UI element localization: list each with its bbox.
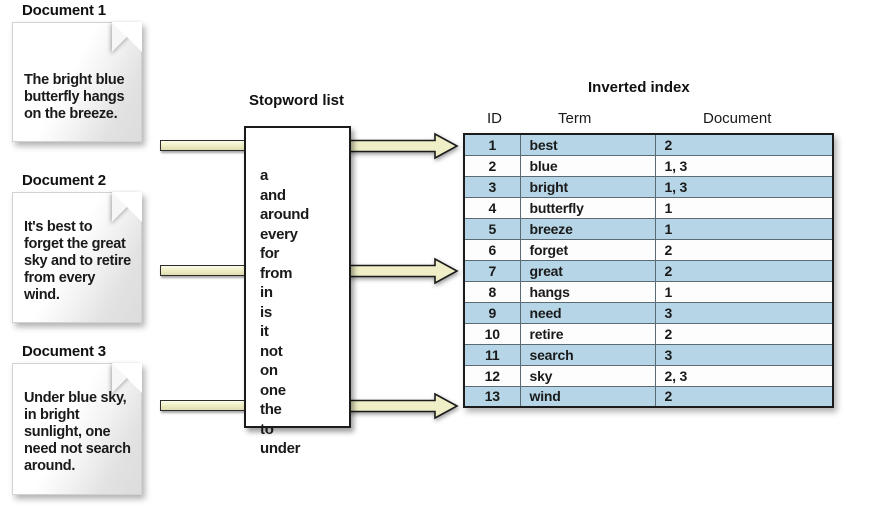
stopword-list-words: a and around every for from in is it not… — [260, 167, 310, 457]
document-2-title: Document 2 — [22, 172, 106, 189]
cell-document: 1 — [654, 217, 834, 240]
cell-id: 13 — [463, 385, 521, 408]
cell-id: 12 — [463, 364, 521, 387]
cell-document: 2 — [654, 322, 834, 345]
page-corner-cut-icon — [112, 22, 142, 52]
cell-term: wind — [519, 385, 656, 408]
document-1-text: The bright blue butterfly hangs on the b… — [24, 72, 125, 122]
page-corner-cut-icon — [112, 363, 142, 393]
arrow-doc1-to-stopword — [160, 140, 246, 151]
stopword-list-title: Stopword list — [249, 92, 344, 109]
cell-id: 7 — [463, 259, 521, 282]
cell-term: butterfly — [519, 196, 656, 219]
cell-document: 3 — [654, 343, 834, 366]
cell-id: 4 — [463, 196, 521, 219]
inverted-index-title: Inverted index — [588, 79, 690, 96]
cell-term: retire — [519, 322, 656, 345]
cell-document: 3 — [654, 301, 834, 324]
arrow-doc3-to-stopword — [160, 400, 246, 411]
cell-document: 2, 3 — [654, 364, 834, 387]
page-corner-cut-icon — [112, 192, 142, 222]
cell-id: 5 — [463, 217, 521, 240]
cell-term: bright — [519, 175, 656, 198]
cell-document: 2 — [654, 238, 834, 261]
cell-term: best — [519, 133, 656, 156]
arrow-stopword-to-index-2 — [348, 257, 459, 285]
cell-document: 1, 3 — [654, 154, 834, 177]
cell-id: 2 — [463, 154, 521, 177]
document-3-icon: Under blue sky, in bright sunlight, one … — [12, 363, 142, 495]
cell-id: 9 — [463, 301, 521, 324]
document-3-title: Document 3 — [22, 343, 106, 360]
cell-id: 6 — [463, 238, 521, 261]
stopword-list-box: a and around every for from in is it not… — [244, 126, 351, 457]
cell-document: 1, 3 — [654, 175, 834, 198]
document-2-text: It's best to forget the great sky and to… — [24, 219, 131, 303]
cell-id: 1 — [463, 133, 521, 156]
column-header-id: ID — [487, 110, 502, 127]
column-header-term: Term — [558, 110, 592, 127]
cell-term: breeze — [519, 217, 656, 240]
cell-term: sky — [519, 364, 656, 387]
arrow-stopword-to-index-1 — [348, 132, 459, 160]
cell-id: 10 — [463, 322, 521, 345]
document-1-icon: The bright blue butterfly hangs on the b… — [12, 22, 142, 142]
cell-id: 11 — [463, 343, 521, 366]
document-3-text: Under blue sky, in bright sunlight, one … — [24, 390, 131, 474]
column-header-document: Document — [703, 110, 772, 127]
cell-document: 2 — [654, 385, 834, 408]
cell-term: great — [519, 259, 656, 282]
document-2-icon: It's best to forget the great sky and to… — [12, 192, 142, 323]
cell-document: 1 — [654, 196, 834, 219]
cell-document: 2 — [654, 259, 834, 282]
document-1-title: Document 1 — [22, 2, 106, 19]
arrow-stopword-to-index-3 — [348, 392, 459, 420]
cell-term: search — [519, 343, 656, 366]
cell-id: 8 — [463, 280, 521, 303]
cell-document: 1 — [654, 280, 834, 303]
arrow-doc2-to-stopword — [160, 265, 246, 276]
cell-term: blue — [519, 154, 656, 177]
cell-term: need — [519, 301, 656, 324]
cell-document: 2 — [654, 133, 834, 156]
cell-term: hangs — [519, 280, 656, 303]
cell-id: 3 — [463, 175, 521, 198]
cell-term: forget — [519, 238, 656, 261]
